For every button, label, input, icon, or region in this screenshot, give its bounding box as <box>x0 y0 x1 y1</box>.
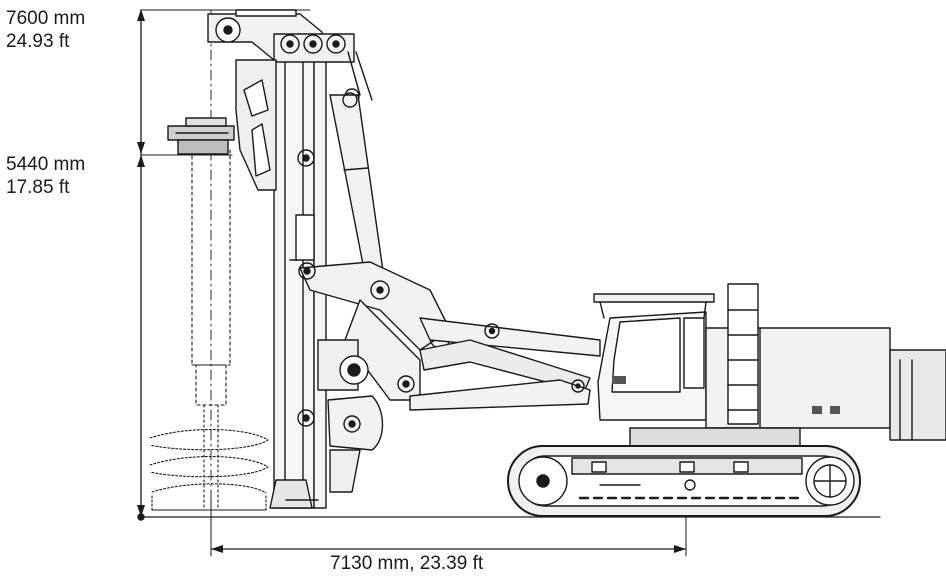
working-radius-label: 7130 mm, 23.39 ft <box>330 553 484 574</box>
mast-head <box>207 9 373 104</box>
mast-cylinders <box>298 92 601 493</box>
top-height-label: 7600 mm 24.93 ft <box>6 7 85 53</box>
rotary-height-label: 5440 mm 17.85 ft <box>6 153 85 199</box>
auger-string <box>149 9 269 521</box>
rotary-height-ft: 17.85 ft <box>6 177 70 198</box>
dimension-lines <box>137 9 881 557</box>
top-height-ft: 24.93 ft <box>6 31 70 52</box>
rotary-drive <box>167 59 277 191</box>
rotary-height-mm: 5440 mm <box>6 154 86 175</box>
crawler-track <box>507 445 861 517</box>
upper-carriage <box>593 283 946 447</box>
top-height-mm: 7600 mm <box>6 8 86 29</box>
